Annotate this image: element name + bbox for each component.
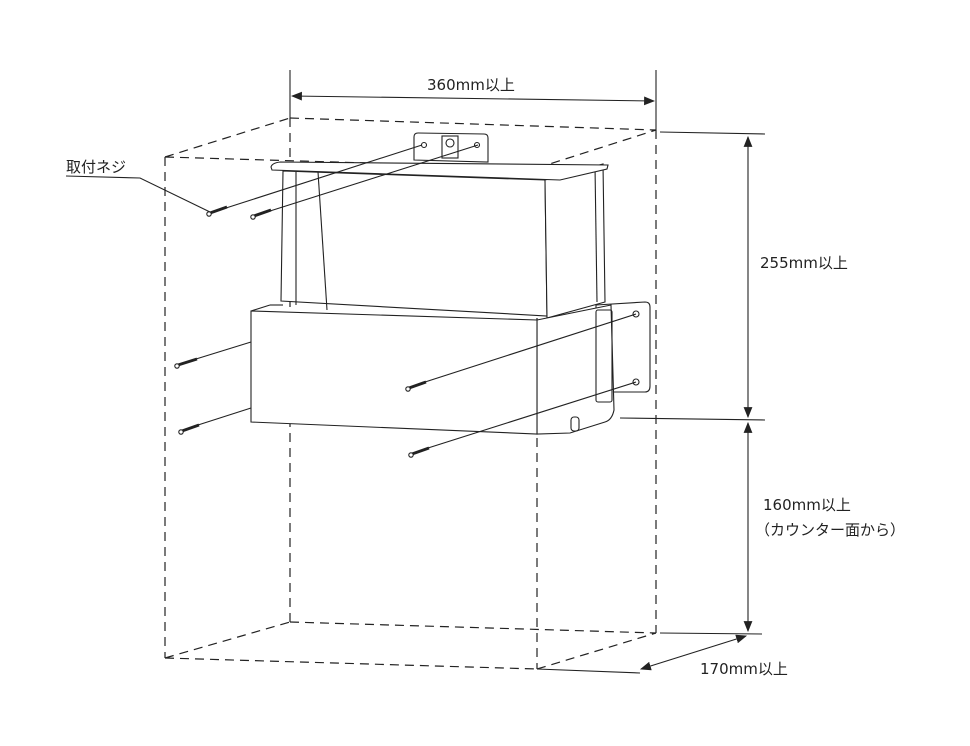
device-unit — [250, 132, 651, 435]
lower-height-note: （カウンター面から） — [755, 521, 906, 539]
upper-height-label: 255mm以上 — [760, 254, 848, 272]
lower-height-label: 160mm以上 — [763, 496, 851, 514]
dimension-lines — [65, 70, 766, 674]
mounting-screws — [174, 144, 637, 458]
screws-label: 取付ネジ — [66, 158, 127, 176]
width-dimension-label: 360mm以上 — [427, 76, 515, 94]
depth-dimension-label: 170mm以上 — [700, 660, 788, 678]
